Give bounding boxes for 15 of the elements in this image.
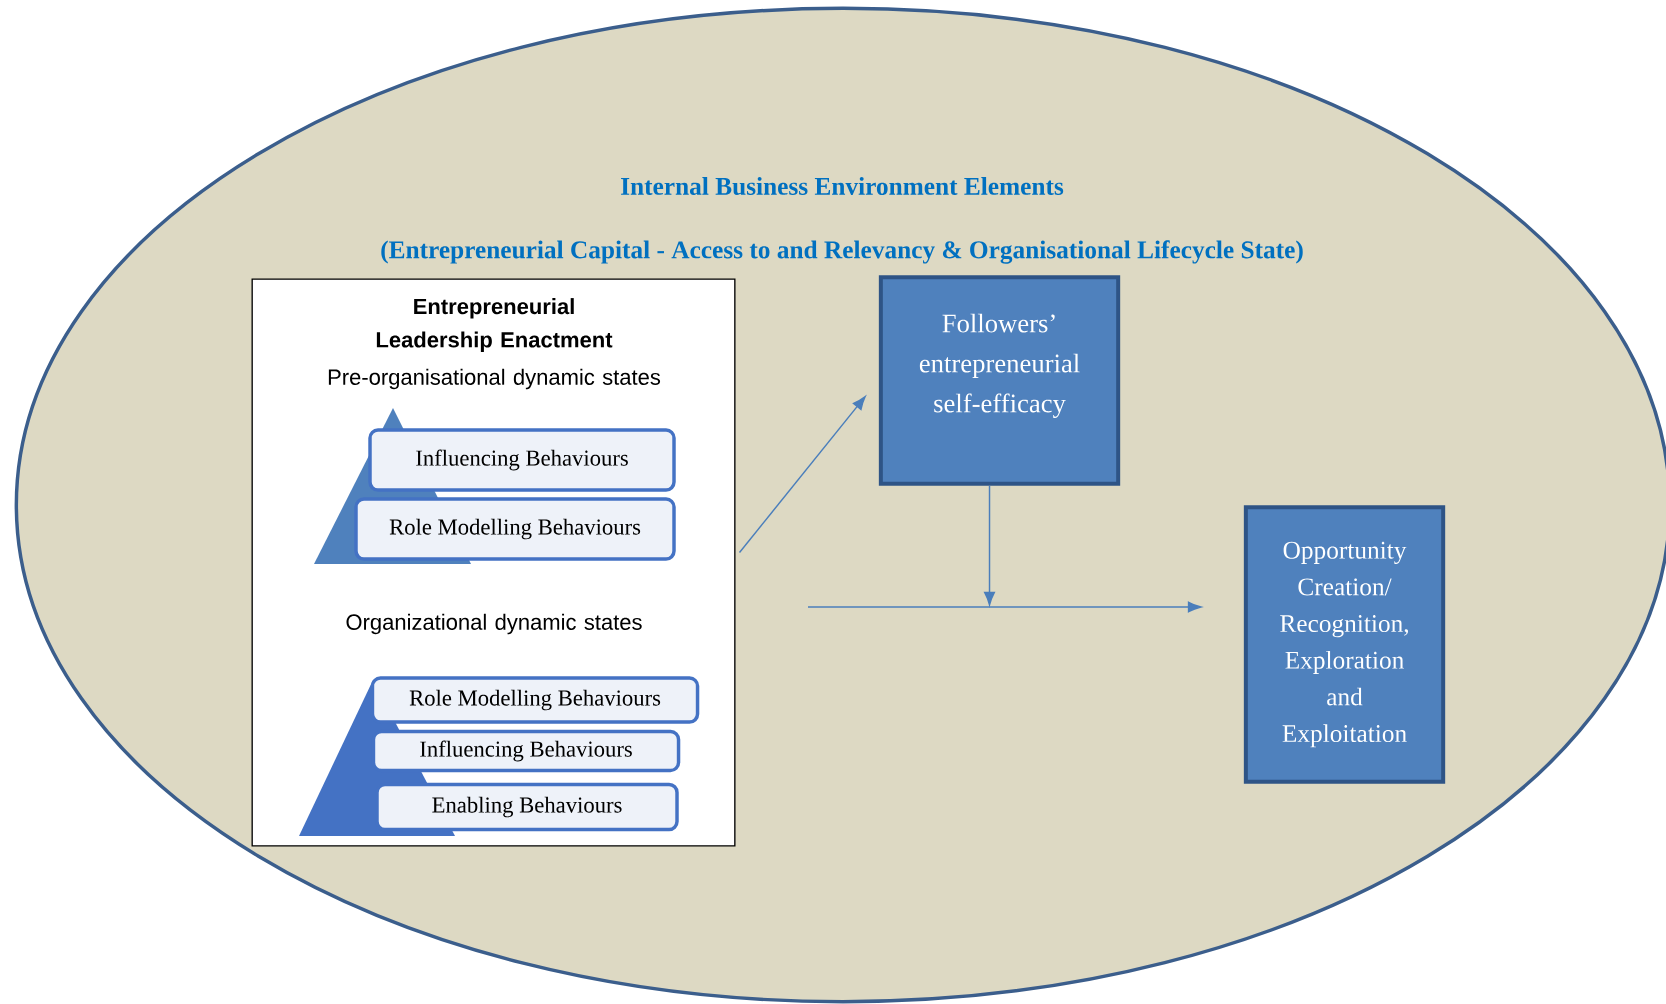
rounded-box: Role Modelling Behaviours — [354, 497, 676, 561]
process-box: Opportunity Creation/ Recognition, Exploration and Exploitation — [1243, 505, 1446, 784]
process-box: Followers’ entrepreneurial self-efficacy — [878, 275, 1121, 486]
rounded-box: Role Modelling Behaviours — [370, 676, 700, 724]
arrow — [984, 485, 995, 606]
arrow — [738, 396, 866, 554]
rounded-box: Influencing Behaviours — [371, 729, 681, 773]
rounded-box: Enabling Behaviours — [375, 782, 679, 832]
heading: (Entrepreneurial Capital - Access to and Relevancy & Organisational Lifecycle State) — [381, 240, 1303, 264]
heading: Internal Business Environment Elements — [621, 177, 1064, 195]
rounded-box: Influencing Behaviours — [368, 428, 676, 492]
subheading: Pre-organisational dynamic states — [328, 368, 661, 390]
subheading: Organizational dynamic states — [346, 613, 642, 635]
heading: Entrepreneurial Leadership Enactment — [376, 298, 613, 352]
arrow — [807, 601, 1202, 613]
